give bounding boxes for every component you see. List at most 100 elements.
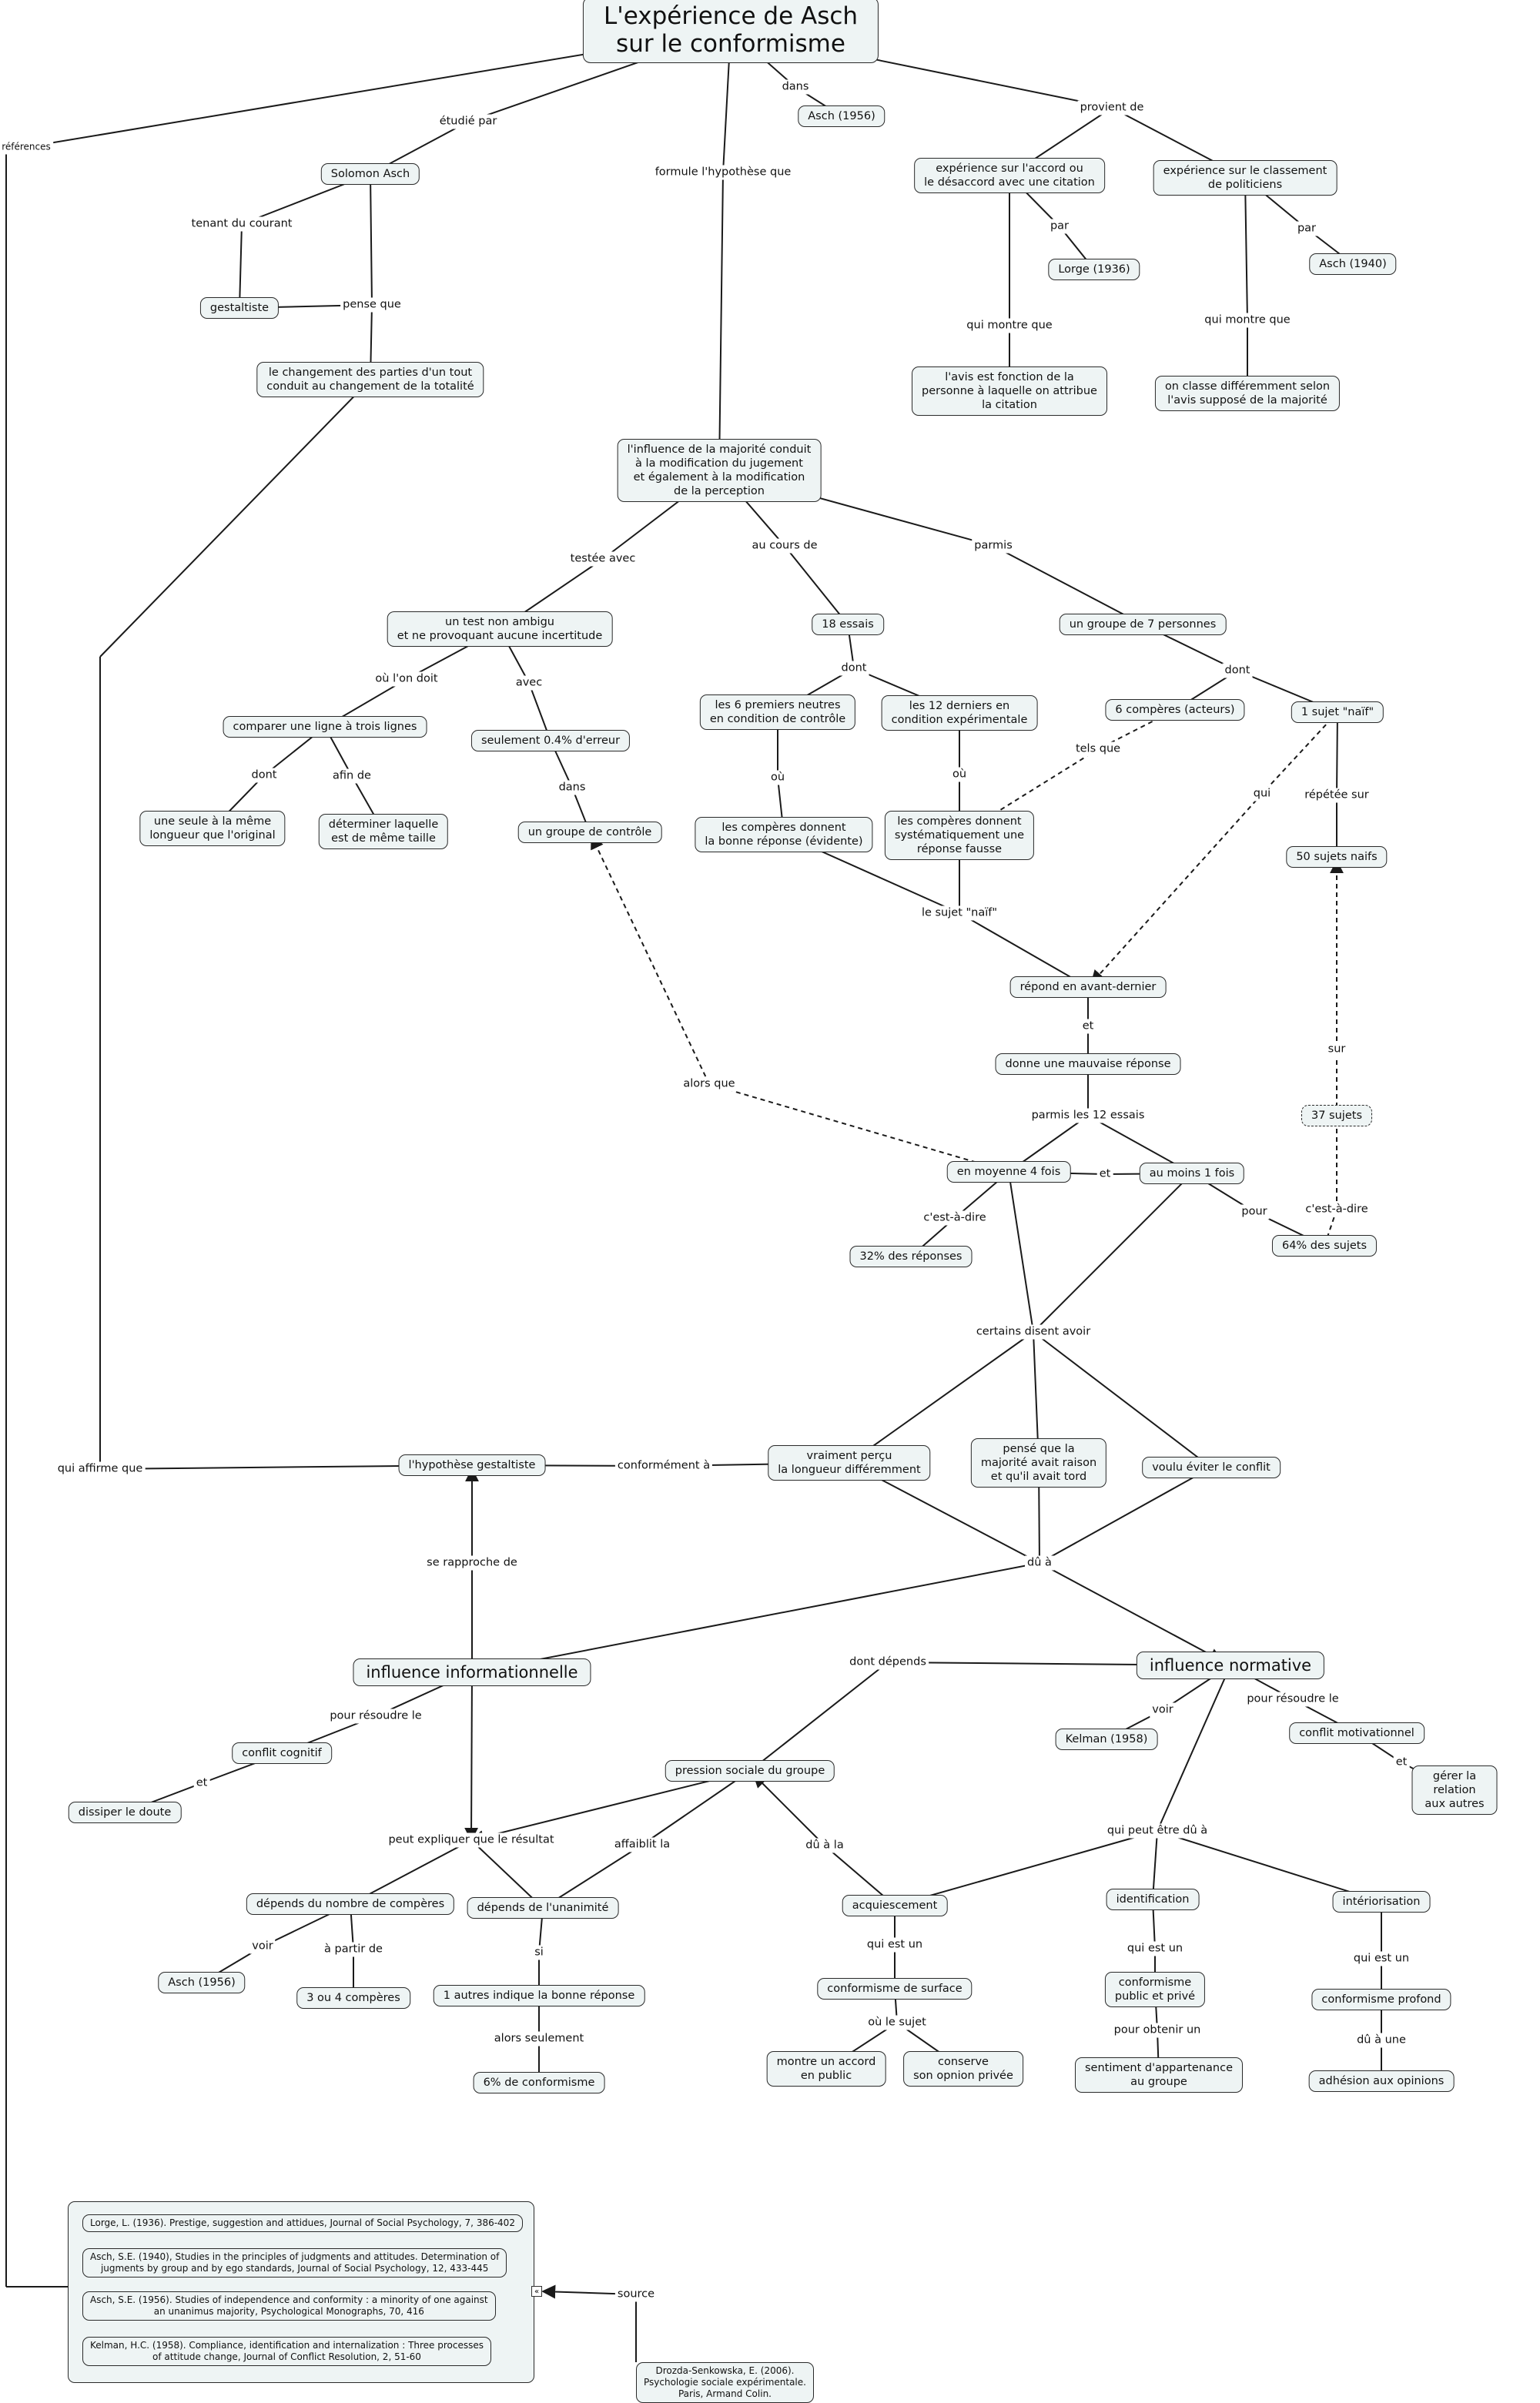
concept-node-n35[interactable]: vraiment perçu la longueur différemment (768, 1445, 931, 1481)
link-label-l32: et (1096, 1166, 1113, 1182)
concept-node-n31[interactable]: en moyenne 4 fois (946, 1161, 1071, 1183)
concept-node-n47[interactable]: dépends du nombre de compères (246, 1893, 455, 1915)
concept-node-n14[interactable]: 18 essais (812, 614, 884, 635)
concept-node-n55[interactable]: conformisme de surface (817, 1978, 973, 2000)
concept-node-n15[interactable]: un groupe de 7 personnes (1059, 614, 1227, 635)
link-label-l23: où (768, 770, 788, 785)
connector-line (484, 1562, 1040, 1675)
concept-node-n46[interactable]: pression sociale du groupe (665, 1760, 835, 1782)
connector-line (708, 1083, 1009, 1173)
concept-node-n27[interactable]: 50 sujets naifs (1286, 846, 1388, 868)
concept-node-n51[interactable]: intériorisation (1332, 1891, 1431, 1913)
concept-node-n29[interactable]: donne une mauvaise réponse (995, 1053, 1181, 1075)
concept-node-n43[interactable]: conflit cognitif (232, 1742, 332, 1764)
concept-node-n22[interactable]: une seule à la même longueur que l'origi… (139, 811, 286, 846)
concept-node-n44[interactable]: gérer la relation aux autres (1411, 1765, 1498, 1815)
concept-node-n23[interactable]: déterminer laquelle est de même taille (318, 814, 449, 849)
concept-node-n37[interactable]: voulu éviter le conflit (1142, 1457, 1281, 1478)
concept-node-n6[interactable]: Lorge (1936) (1048, 259, 1140, 280)
link-label-l54: qui est un (864, 1937, 926, 1953)
connector-line (749, 1662, 889, 1772)
connector-line (1152, 1830, 1158, 1900)
link-label-l12: testée avec (567, 551, 638, 567)
concept-node-n4[interactable]: expérience sur l'accord ou le désaccord … (914, 158, 1105, 193)
connector-line (370, 173, 373, 306)
concept-node-n58[interactable]: montre un accord en public (766, 2051, 886, 2087)
concept-node-n17[interactable]: les 12 derniers en condition expérimenta… (881, 695, 1038, 731)
link-label-l56: qui est un (1351, 1951, 1412, 1966)
concept-node-n60[interactable]: sentiment d'appartenance au groupe (1074, 2057, 1244, 2093)
concept-node-n7[interactable]: Asch (1940) (1309, 253, 1397, 275)
concept-node-n20[interactable]: comparer une ligne à trois lignes (223, 716, 427, 738)
concept-node-n49[interactable]: acquiescement (842, 1895, 948, 1916)
concept-node-n40[interactable]: influence normative (1136, 1652, 1325, 1679)
connector-line (1324, 1209, 1337, 1247)
link-label-l7: par (1047, 219, 1072, 234)
link-label-l17: dont (839, 661, 869, 676)
concept-node-n53[interactable]: 3 ou 4 compères (296, 1987, 410, 2009)
concept-node-n16[interactable]: les 6 premiers neutres en condition de c… (699, 694, 856, 730)
concept-node-n59[interactable]: conserve son opnion privée (903, 2051, 1023, 2087)
concept-node-n41[interactable]: Kelman (1958) (1055, 1729, 1158, 1750)
link-label-l15: où l'on doit (373, 671, 440, 687)
concept-node-n54[interactable]: 1 autres indique la bonne réponse (433, 1985, 645, 2006)
link-label-l25: qui (1250, 786, 1274, 802)
concept-node-n21[interactable]: seulement 0.4% d'erreur (470, 730, 631, 751)
reference-asch-1956: Asch, S.E. (1956). Studies of independen… (82, 2291, 496, 2321)
concept-node-n10[interactable]: l'avis est fonction de la personne à laq… (912, 366, 1107, 416)
connector-line (1157, 1665, 1231, 1832)
concept-node-n38[interactable]: l'hypothèse gestaltiste (398, 1454, 546, 1476)
concept-node-n45[interactable]: dissiper le doute (68, 1802, 182, 1823)
link-label-l5: références (0, 139, 53, 155)
link-label-l8: par (1294, 221, 1319, 236)
concept-node-n5[interactable]: expérience sur le classement de politici… (1153, 160, 1337, 196)
link-label-l13: au cours de (749, 538, 820, 554)
link-label-l49: affaiblit la (611, 1837, 673, 1852)
concept-node-n32[interactable]: au moins 1 fois (1139, 1163, 1245, 1184)
link-label-l1: dans (779, 79, 812, 95)
concept-node-n12[interactable]: l'influence de la majorité conduit à la … (617, 439, 822, 502)
connector-line (959, 912, 1089, 988)
concept-node-n63[interactable]: Drozda-Senkowska, E. (2006). Psychologie… (636, 2362, 814, 2403)
collapse-panel-icon[interactable]: « (531, 2286, 542, 2297)
concept-node-n48[interactable]: dépends de l'unanimité (467, 1897, 619, 1919)
concept-node-n26[interactable]: les compères donnent systématiquement un… (884, 811, 1035, 860)
concept-node-n1[interactable]: L'expérience de Asch sur le conformisme (582, 0, 879, 63)
concept-node-n50[interactable]: identification (1106, 1889, 1200, 1910)
concept-node-n57[interactable]: conformisme profond (1311, 1989, 1451, 2010)
concept-node-n34[interactable]: 64% des sujets (1271, 1235, 1378, 1257)
connector-line (641, 1770, 751, 1846)
concept-node-n30[interactable]: 37 sujets (1301, 1105, 1372, 1126)
link-label-l31: parmis les 12 essais (1029, 1108, 1147, 1123)
concept-node-n24[interactable]: un groupe de contrôle (517, 822, 662, 843)
concept-node-n13[interactable]: un test non ambigu et ne provoquant aucu… (387, 611, 613, 647)
concept-node-n36[interactable]: pensé que la majorité avait raison et qu… (970, 1438, 1107, 1488)
connector-line (993, 545, 1143, 625)
link-label-l26: répétée sur (1302, 788, 1371, 803)
link-label-l11: qui montre que (1202, 313, 1293, 328)
concept-node-n62[interactable]: 6% de conformisme (473, 2072, 605, 2093)
link-label-l61: source (614, 2287, 658, 2302)
concept-node-n8[interactable]: gestaltiste (199, 297, 280, 319)
link-label-l60: alors seulement (491, 2031, 587, 2047)
concept-node-n2[interactable]: Asch (1956) (798, 105, 886, 127)
concept-node-n11[interactable]: on classe différemment selon l'avis supp… (1154, 376, 1341, 411)
concept-node-n56[interactable]: conformisme public et privé (1104, 1972, 1206, 2007)
concept-node-n3[interactable]: Solomon Asch (320, 163, 420, 185)
concept-node-n42[interactable]: conflit motivationnel (1289, 1722, 1424, 1744)
concept-node-n52[interactable]: Asch (1956) (158, 1972, 246, 1993)
concept-node-n61[interactable]: adhésion aux opinions (1308, 2070, 1455, 2092)
link-label-l46: et (193, 1775, 210, 1791)
link-label-l40: dû à (1025, 1555, 1054, 1571)
concept-node-n25[interactable]: les compères donnent la bonne réponse (é… (695, 817, 873, 852)
concept-node-n18[interactable]: 6 compères (acteurs) (1105, 699, 1245, 721)
concept-node-n9[interactable]: le changement des parties d'un tout cond… (256, 362, 484, 397)
connector-line (1157, 1830, 1382, 1903)
concept-node-n33[interactable]: 32% des réponses (849, 1246, 973, 1267)
concept-node-n28[interactable]: répond en avant-dernier (1009, 976, 1167, 998)
link-label-l18: dont (1222, 663, 1253, 678)
concept-node-n19[interactable]: 1 sujet "naïf" (1291, 701, 1384, 723)
link-label-l3: formule l'hypothèse que (652, 165, 794, 180)
concept-node-n39[interactable]: influence informationnelle (353, 1658, 591, 1686)
link-label-l53: si (532, 1945, 546, 1960)
